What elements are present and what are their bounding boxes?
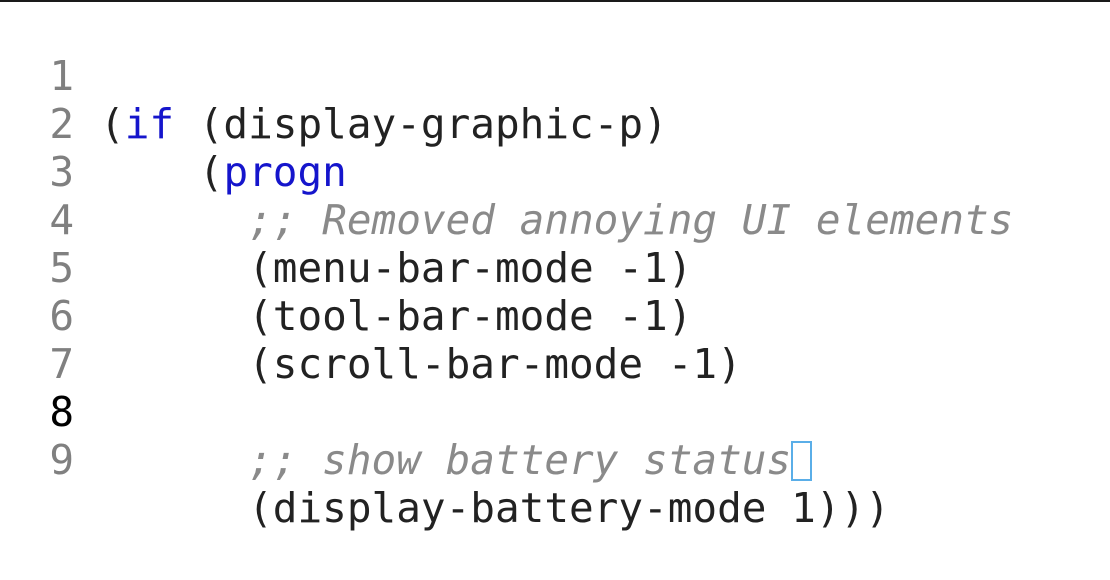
- line-content[interactable]: (if (display-graphic-p): [100, 100, 668, 148]
- line-content[interactable]: ;; show battery status: [100, 436, 813, 484]
- code-line[interactable]: 3 ;; Removed annoying UI elements: [0, 100, 1013, 244]
- line-number: 5: [49, 244, 74, 292]
- code-text: (menu-bar-mode -1): [248, 244, 693, 292]
- indent: [100, 292, 248, 340]
- code-text: (scroll-bar-mode -1): [248, 340, 742, 388]
- indent: [100, 244, 248, 292]
- line-number: 4: [49, 196, 74, 244]
- line-content[interactable]: ;; Removed annoying UI elements: [100, 196, 1013, 244]
- comment-token: ;; Removed annoying UI elements: [248, 196, 1014, 244]
- code-line[interactable]: 1 (if (display-graphic-p): [0, 4, 667, 148]
- indent: [100, 484, 248, 532]
- line-content[interactable]: (scroll-bar-mode -1): [100, 340, 742, 388]
- line-content[interactable]: (progn: [100, 148, 347, 196]
- line-number: 3: [49, 148, 74, 196]
- line-number: 1: [49, 52, 74, 100]
- line-content[interactable]: (menu-bar-mode -1): [100, 244, 692, 292]
- line-number: 2: [49, 100, 74, 148]
- keyword-token: progn: [223, 148, 347, 196]
- line-content[interactable]: (display-battery-mode 1))): [100, 484, 890, 532]
- line-number: 6: [49, 292, 74, 340]
- indent: [100, 436, 248, 484]
- comment-token: ;; show battery status: [248, 436, 792, 484]
- line-content[interactable]: (tool-bar-mode -1): [100, 292, 692, 340]
- code-text: (tool-bar-mode -1): [248, 292, 693, 340]
- indent: [100, 196, 248, 244]
- code-line[interactable]: 6 (scroll-bar-mode -1): [0, 244, 741, 388]
- code-line[interactable]: 5 (tool-bar-mode -1): [0, 196, 692, 340]
- code-editor[interactable]: 1 (if (display-graphic-p) 2 (progn 3 ;; …: [0, 0, 1110, 532]
- code-text: (display-battery-mode 1))): [248, 484, 890, 532]
- code-text: (display-graphic-p): [174, 100, 668, 148]
- code-line[interactable]: 2 (progn: [0, 52, 347, 196]
- indent: [100, 148, 199, 196]
- line-number-current: 8: [49, 388, 74, 436]
- paren: (: [198, 148, 224, 196]
- paren: (: [100, 100, 125, 148]
- indent: [100, 340, 248, 388]
- keyword-token: if: [124, 100, 175, 148]
- code-line-current[interactable]: 8 ;; show battery status: [0, 340, 813, 484]
- text-cursor: [791, 441, 813, 481]
- code-line[interactable]: 9 (display-battery-mode 1))): [0, 388, 890, 532]
- line-number: 9: [49, 436, 74, 484]
- code-line[interactable]: 7: [0, 292, 99, 388]
- code-line[interactable]: 4 (menu-bar-mode -1): [0, 148, 692, 292]
- line-number: 7: [49, 340, 74, 388]
